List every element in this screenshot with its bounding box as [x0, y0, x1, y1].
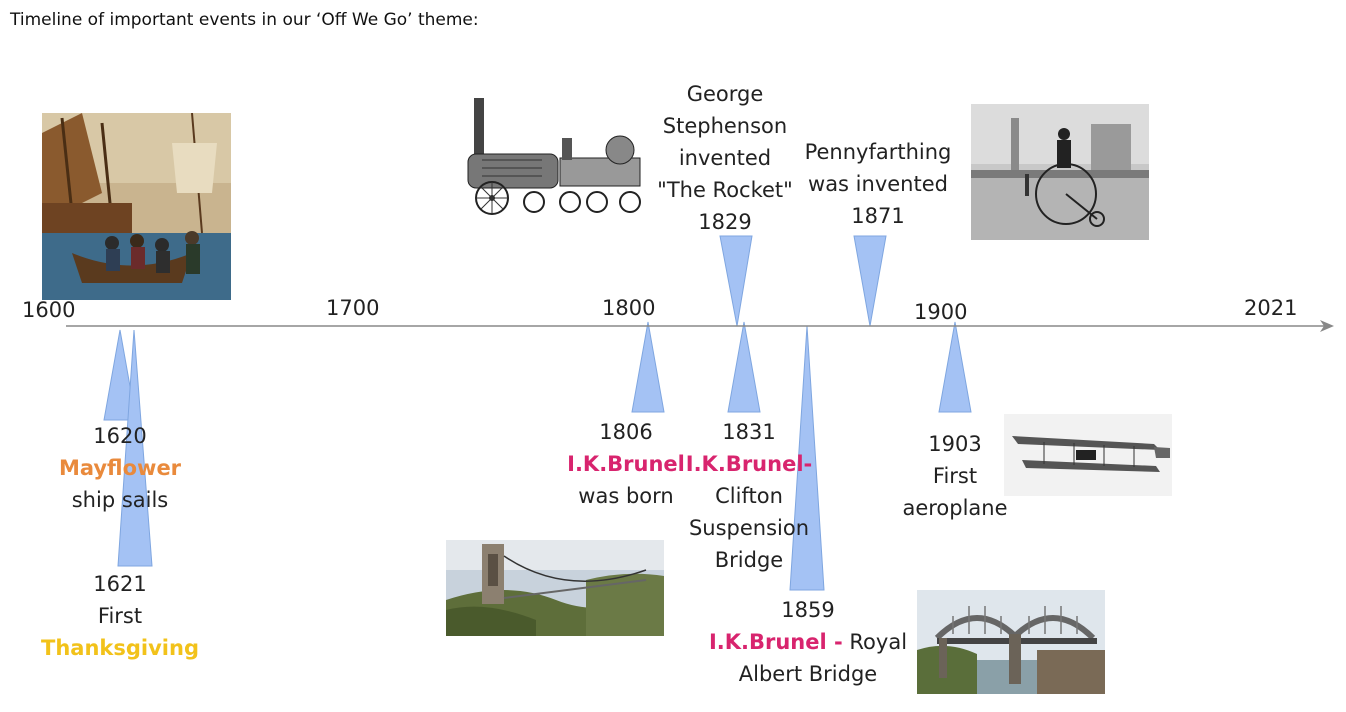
event-highlight: I.K.Brunel — [685, 452, 804, 476]
event-highlight: Thanksgiving — [41, 636, 199, 660]
event-year: 1903 — [928, 432, 982, 456]
event-text-4: "The Rocket" — [657, 178, 793, 202]
event-highlight: Mayflower — [58, 456, 182, 480]
event-1859: 1859 I.K.Brunel - Royal Albert Bridge — [688, 594, 928, 690]
event-text: Royal — [842, 630, 908, 654]
event-year: 1831 — [722, 420, 776, 444]
tick-1800: 1800 — [602, 296, 656, 320]
event-year: 1829 — [698, 210, 752, 234]
event-text-3: invented — [678, 146, 772, 170]
event-1621: 1621 First Thanksgiving — [20, 568, 220, 664]
event-1806: 1806 I.K.Brunel was born — [556, 416, 696, 512]
event-1620: 1620 Mayflower ship sails — [40, 420, 200, 516]
event-year: 1806 — [599, 420, 653, 444]
event-year: 1871 — [851, 204, 905, 228]
event-dash: - — [803, 452, 813, 476]
tick-1600: 1600 — [22, 298, 76, 322]
event-text-2: Suspension — [688, 516, 810, 540]
event-text: ship sails — [71, 488, 169, 512]
event-1831: 1831 I.K.Brunel- Clifton Suspension Brid… — [674, 416, 824, 576]
event-text-2: Stephenson — [662, 114, 788, 138]
event-highlight: I.K.Brunel - — [708, 630, 843, 654]
event-1903: 1903 First aeroplane — [890, 428, 1020, 524]
royal-albert-bridge-image — [917, 590, 1105, 694]
event-1871: Pennyfarthing was invented 1871 — [792, 136, 964, 232]
event-text-2: aeroplane — [902, 496, 1008, 520]
clifton-bridge-image — [446, 540, 664, 636]
marker-1859 — [789, 325, 825, 591]
rocket-image — [462, 94, 652, 218]
event-text-2: Albert Bridge — [738, 662, 878, 686]
event-text: was born — [578, 484, 674, 508]
mayflower-image — [42, 113, 231, 300]
tick-1700: 1700 — [326, 296, 380, 320]
marker-1806 — [631, 321, 665, 413]
event-1829: George Stephenson invented "The Rocket" … — [650, 78, 800, 238]
pennyfarthing-image — [971, 104, 1149, 240]
event-text-1: First — [932, 464, 978, 488]
page-heading: Timeline of important events in our ‘Off… — [10, 10, 479, 30]
axis-arrowhead — [1320, 320, 1334, 332]
event-text: First — [97, 604, 143, 628]
event-text-1: George — [686, 82, 764, 106]
event-text-3: Bridge — [714, 548, 784, 572]
event-text-1: Clifton — [715, 484, 783, 508]
marker-1829 — [719, 235, 753, 327]
tick-2021: 2021 — [1244, 296, 1298, 320]
marker-1903 — [938, 321, 972, 413]
event-highlight: I.K.Brunel — [567, 452, 685, 476]
event-year: 1859 — [781, 598, 835, 622]
tick-1900: 1900 — [914, 300, 968, 324]
marker-1831 — [727, 321, 761, 413]
marker-1871 — [853, 235, 887, 327]
aeroplane-image — [1004, 414, 1172, 496]
event-year: 1620 — [93, 424, 147, 448]
event-text-2: was invented — [808, 172, 948, 196]
event-text-1: Pennyfarthing — [804, 140, 952, 164]
event-year: 1621 — [93, 572, 147, 596]
marker-1621 — [117, 329, 153, 567]
marker-1620 — [103, 329, 137, 421]
